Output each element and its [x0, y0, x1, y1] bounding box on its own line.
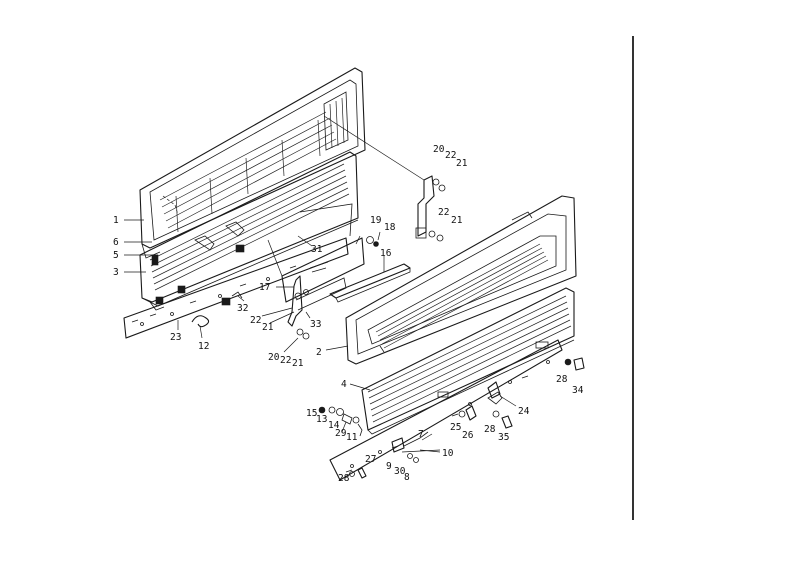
callout-28-mid: 28 — [484, 424, 496, 435]
callout-4: 4 — [341, 379, 347, 390]
bolt-18-19 — [366, 236, 379, 247]
panel-2-outer — [345, 195, 577, 365]
bumper-24 — [487, 381, 501, 399]
callout-29: 29 — [335, 428, 347, 439]
connector-line-3 — [355, 235, 361, 245]
panel-3-inner — [139, 151, 359, 311]
callout-33: 33 — [310, 319, 321, 330]
callout-15: 15 — [306, 408, 317, 419]
callout-20-left: 20 — [268, 352, 280, 363]
callout-3: 3 — [113, 267, 119, 278]
callout-27: 27 — [365, 454, 376, 465]
callout-8: 8 — [404, 472, 410, 483]
panel-1-outer — [139, 67, 366, 259]
callout-11: 11 — [346, 432, 358, 443]
panel-4-inner — [361, 287, 575, 435]
callout-6: 6 — [113, 237, 119, 248]
callout-28-lower: 28 — [338, 473, 350, 484]
callout-5: 5 — [113, 250, 119, 261]
hardware-cluster-left — [318, 406, 363, 437]
callout-20-right: 20 — [433, 144, 445, 155]
callout-22-right: 22 — [445, 150, 456, 161]
callout-25: 25 — [450, 422, 461, 433]
callout-22-lower: 22 — [280, 355, 291, 366]
callout-16: 16 — [380, 248, 392, 259]
callout-24: 24 — [518, 406, 530, 417]
callout-34: 34 — [572, 385, 584, 396]
callout-9: 9 — [386, 461, 392, 472]
callout-31: 31 — [311, 244, 323, 255]
callout-10: 10 — [442, 448, 454, 459]
callout-28-right: 28 — [556, 374, 568, 385]
plate-33 — [281, 237, 365, 311]
callout-32: 32 — [237, 303, 248, 314]
connector-line-2 — [267, 239, 283, 277]
callout-7: 7 — [418, 429, 424, 440]
hinge-upper-right — [415, 175, 446, 242]
callout-2: 2 — [316, 347, 322, 358]
callout-12: 12 — [198, 341, 209, 352]
callout-1: 1 — [113, 215, 119, 226]
callout-22-right-lower: 22 — [438, 207, 449, 218]
callout-21-right-lower: 21 — [451, 215, 463, 226]
callout-17: 17 — [259, 282, 270, 293]
latch-assembly — [391, 431, 441, 463]
callout-14: 14 — [328, 420, 340, 431]
rod-31 — [299, 203, 353, 237]
leader-lines — [124, 219, 517, 453]
clip-12 — [191, 315, 210, 328]
callout-18: 18 — [384, 222, 396, 233]
callout-30: 30 — [394, 466, 406, 477]
bar-23-lower-left — [123, 237, 349, 339]
callout-labels: 1 6 5 3 31 32 23 12 17 22 21 33 20 22 21… — [113, 144, 584, 484]
fastener-27-28 — [349, 467, 367, 479]
callout-13: 13 — [316, 414, 327, 425]
pin-32 — [231, 291, 243, 299]
hardware-28-34 — [564, 357, 585, 371]
callout-35: 35 — [498, 432, 509, 443]
bar-16 — [329, 263, 411, 303]
callout-21-right: 21 — [456, 158, 468, 169]
callout-22-left: 22 — [250, 315, 261, 326]
bar-24-lower-right — [329, 339, 563, 481]
hinge-17 — [287, 275, 310, 340]
hardware-cluster-right — [458, 405, 513, 429]
callout-26: 26 — [462, 430, 474, 441]
connector-line — [323, 115, 425, 181]
callout-19: 19 — [370, 215, 382, 226]
callout-21-lower: 21 — [292, 358, 304, 369]
callout-21-left: 21 — [262, 322, 274, 333]
callout-23: 23 — [170, 332, 181, 343]
